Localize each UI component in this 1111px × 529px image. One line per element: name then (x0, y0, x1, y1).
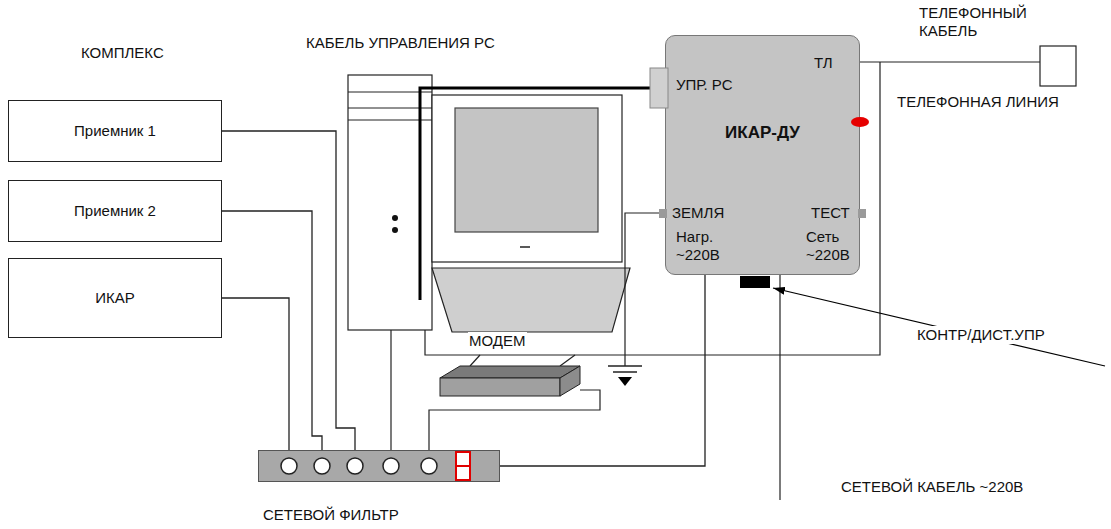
callout-label: КОНТР/ДИСТ.УПР (916, 326, 1046, 344)
monitor-button (520, 246, 530, 248)
power-wire (222, 131, 355, 450)
box-label: Приемник 1 (74, 122, 156, 140)
unit-title: ИКАР-ДУ (666, 124, 859, 142)
device-box: ИКАР (8, 258, 222, 338)
port-connector (650, 68, 668, 108)
power-socket (383, 458, 399, 474)
port-label: ТЕСТ (811, 204, 850, 222)
cable-label: ТЕЛЕФОННЫЙ КАБЕЛЬ (918, 4, 1060, 40)
port-label: ТЛ (814, 54, 833, 72)
phone-socket (1040, 46, 1076, 86)
cable-label: КАБЕЛЬ УПРАВЛЕНИЯ РС (305, 34, 496, 52)
modem-front (440, 378, 560, 396)
pc-power-wire (390, 330, 391, 450)
line-label: ТЕЛЕФОННАЯ ЛИНИЯ (896, 93, 1060, 111)
receiver-box: Приемник 1 (8, 100, 222, 162)
power-filter-art (259, 451, 501, 483)
port-label: УПР. РС (676, 76, 732, 94)
ground-terminal (659, 209, 667, 218)
receiver-box: Приемник 2 (8, 180, 222, 242)
modem-top (440, 366, 580, 378)
modem-power-wire (429, 390, 600, 450)
power-switch (456, 466, 470, 480)
device-label: МОДЕМ (468, 332, 527, 350)
phone-cable (860, 61, 1040, 62)
ground-wire (625, 213, 659, 366)
group-title: КОМПЛЕКС (80, 44, 165, 62)
power-socket (314, 458, 330, 474)
ground-symbol (608, 365, 642, 367)
modem-side (560, 366, 580, 396)
control-unit-box: УПР. РС ТЛ ИКАР-ДУ ЗЕМЛЯ ТЕСТ Нагр. ~220В Сеть… (665, 35, 860, 275)
monitor-screen (455, 108, 598, 232)
indicator-dot (392, 227, 398, 233)
box-label: ИКАР (95, 289, 135, 307)
power-wire (222, 298, 289, 450)
power-label: Нагр. ~220В (676, 228, 730, 264)
ground-symbol (613, 371, 637, 373)
monitor (432, 95, 622, 262)
filter-caption: СЕТЕВОЙ ФИЛЬТР (263, 506, 399, 524)
keyboard (432, 268, 630, 332)
power-socket (421, 458, 437, 474)
mains-cable (779, 275, 780, 500)
port-label: ЗЕМЛЯ (672, 204, 724, 222)
power-label: Сеть ~220В (806, 228, 860, 264)
power-wire (222, 211, 322, 450)
remote-connector (740, 276, 770, 288)
control-cable (420, 88, 650, 300)
modem-wire (470, 355, 480, 366)
box-label: Приемник 2 (74, 202, 156, 220)
callout-arrow (773, 288, 1105, 366)
status-led (851, 117, 869, 127)
power-wire (500, 275, 705, 466)
power-filter: СЕТЕВОЙ ФИЛЬТР (258, 450, 500, 482)
test-terminal (858, 209, 866, 218)
cable-label: СЕТЕВОЙ КАБЕЛЬ ~220В (840, 478, 1024, 496)
modem-wire (560, 355, 575, 366)
power-switch (456, 452, 470, 466)
power-socket (347, 458, 363, 474)
ground-symbol (618, 377, 632, 386)
power-socket (281, 458, 297, 474)
indicator-dot (392, 215, 398, 221)
